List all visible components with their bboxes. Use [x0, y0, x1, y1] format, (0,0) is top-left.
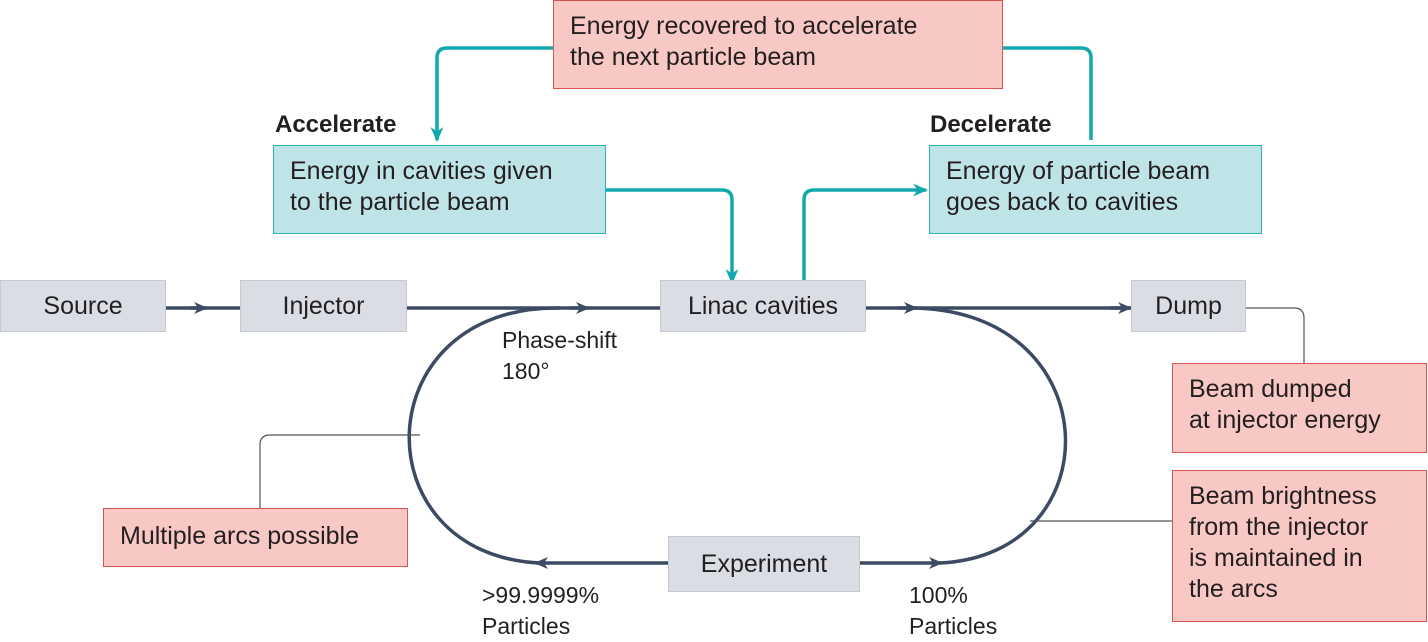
accelerate-heading: Accelerate	[275, 111, 397, 138]
left-arc	[407, 306, 561, 565]
linac-to-decelerate-arrow	[802, 183, 929, 280]
decelerate-text: Energy of particle beam goes back to cav…	[946, 157, 1211, 216]
particles-left-label: >99.9999% Particles	[482, 582, 600, 639]
beam-dumped-box: Beam dumped at injector energy	[1172, 363, 1427, 453]
decelerate-heading: Decelerate	[930, 111, 1052, 138]
energy-recovered-text: Energy recovered to accelerate the next …	[570, 12, 918, 71]
accelerate-text: Energy in cavities given to the particle…	[290, 157, 553, 216]
energy-recovery-arrows	[430, 46, 1093, 285]
decelerate-to-recovered-line	[1003, 46, 1093, 140]
decelerate-box: Energy of particle beam goes back to cav…	[929, 145, 1262, 234]
source-box: Source	[0, 280, 166, 332]
right-arc	[905, 306, 1068, 565]
accelerate-to-linac-arrow	[605, 188, 739, 285]
brightness-box: Beam brightness from the injector is mai…	[1172, 470, 1427, 622]
arcs-note-connector	[259, 434, 420, 508]
accelerate-box: Energy in cavities given to the particle…	[273, 145, 606, 234]
dump-box: Dump	[1131, 280, 1246, 332]
dump-note-connector	[1246, 307, 1305, 363]
multiple-arcs-box: Multiple arcs possible	[103, 508, 408, 567]
brightness-text: Beam brightness from the injector is mai…	[1189, 482, 1377, 603]
experiment-box: Experiment	[668, 536, 860, 592]
linac-cavities-box: Linac cavities	[660, 280, 866, 332]
note-connectors	[259, 307, 1305, 522]
multiple-arcs-text: Multiple arcs possible	[120, 522, 359, 550]
recovered-to-accelerate-arrow	[430, 46, 553, 143]
linac-label: Linac cavities	[687, 291, 839, 320]
particles-right-label: 100% Particles	[909, 582, 998, 639]
injector-label: Injector	[282, 291, 365, 320]
source-label: Source	[43, 291, 123, 320]
recirculation-arcs	[407, 306, 1068, 569]
experiment-label: Experiment	[700, 549, 828, 578]
energy-recovered-box: Energy recovered to accelerate the next …	[553, 0, 1003, 89]
injector-box: Injector	[240, 280, 407, 332]
beam-dumped-text: Beam dumped at injector energy	[1189, 375, 1381, 434]
phase-shift-label: Phase-shift 180°	[502, 327, 618, 384]
dump-label: Dump	[1155, 291, 1222, 320]
